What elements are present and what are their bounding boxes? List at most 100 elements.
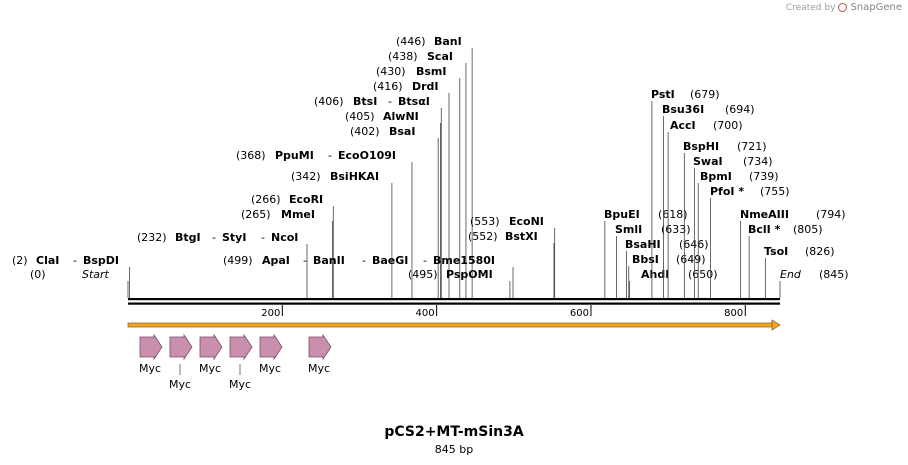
orf-bar: [127, 322, 775, 328]
enzyme-name: BtsαI: [398, 95, 430, 108]
ruler-tick-label: 400: [416, 308, 435, 319]
myc-feature-label: Myc: [169, 378, 191, 391]
site-position-label: (405): [345, 110, 375, 123]
site-separator: -: [328, 149, 332, 162]
enzyme-name: EcoNI: [509, 215, 544, 228]
enzyme-name: TsoI: [764, 245, 788, 258]
enzyme-name: BanI: [434, 35, 462, 48]
site-position-label: (430): [376, 65, 406, 78]
enzyme-name: BspDI: [83, 254, 119, 267]
site-position-label: (552): [468, 230, 498, 243]
enzyme-name: BpmI: [700, 170, 732, 183]
enzyme-name: BsaHI: [625, 238, 661, 251]
myc-feature-label: Myc: [229, 378, 251, 391]
enzyme-name: NcoI: [271, 231, 298, 244]
site-position-label: (438): [388, 50, 418, 63]
enzyme-name: BspHI: [683, 140, 719, 153]
enzyme-name: BsiHKAI: [330, 170, 379, 183]
enzyme-name: BtsI: [353, 95, 377, 108]
snapgene-product-name: SnapGene: [850, 2, 902, 13]
enzyme-name: BaeGI: [372, 254, 408, 267]
site-position-label: (734): [743, 155, 773, 168]
enzyme-name: BstXI: [505, 230, 538, 243]
enzyme-name: PpuMI: [275, 149, 314, 162]
enzyme-name: EcoO109I: [338, 149, 396, 162]
site-position-label: (232): [137, 231, 167, 244]
site-position-label: (0): [30, 268, 46, 281]
enzyme-name: AhdI: [641, 268, 669, 281]
site-position-label: (2): [12, 254, 28, 267]
site-position-label: (633): [661, 223, 691, 236]
enzyme-name: Bme1580I: [433, 254, 495, 267]
enzyme-name: DrdI: [412, 80, 439, 93]
enzyme-name: SmlI: [615, 223, 642, 236]
enzyme-name: ClaI: [36, 254, 59, 267]
site-separator: -: [362, 254, 366, 267]
site-position-label: (694): [725, 103, 755, 116]
enzyme-name: PfoI *: [710, 185, 744, 198]
site-separator: -: [423, 254, 427, 267]
site-separator: -: [212, 231, 216, 244]
myc-feature-label: Myc: [199, 362, 221, 375]
site-position-label: (406): [314, 95, 344, 108]
enzyme-name: BclI *: [748, 223, 781, 236]
myc-feature-arrow: [139, 333, 163, 361]
myc-feature-arrow: [308, 333, 332, 361]
site-position-label: (700): [713, 119, 743, 132]
site-separator: -: [73, 254, 77, 267]
site-position-label: (646): [679, 238, 709, 251]
site-position-label: (265): [241, 208, 271, 221]
myc-feature-arrow: [169, 333, 193, 361]
plasmid-length: 845 bp: [434, 443, 474, 456]
enzyme-name: BtgI: [175, 231, 201, 244]
myc-feature-arrow: [229, 333, 253, 361]
site-position-label: (794): [816, 208, 846, 221]
created-by-text: Created by: [785, 2, 836, 13]
enzyme-name: AccI: [670, 119, 696, 132]
site-position-label: (446): [396, 35, 426, 48]
enzyme-name: BsaI: [389, 125, 415, 138]
snapgene-logo-icon: [838, 3, 848, 12]
enzyme-name: SwaI: [693, 155, 723, 168]
site-position-label: (721): [737, 140, 767, 153]
enzyme-name: StyI: [222, 231, 246, 244]
enzyme-name: AlwNI: [383, 110, 419, 123]
site-position-label: (845): [819, 268, 849, 281]
enzyme-name: ScaI: [427, 50, 453, 63]
myc-feature-label: Myc: [259, 362, 281, 375]
snapgene-branding: Created by SnapGene: [786, 2, 902, 13]
site-position-label: (618): [658, 208, 688, 221]
site-position-label: (679): [690, 88, 720, 101]
site-position-label: (650): [688, 268, 718, 281]
enzyme-name: ApaI: [262, 254, 290, 267]
enzyme-name: End: [780, 268, 802, 281]
enzyme-name: BanII: [313, 254, 345, 267]
site-position-label: (826): [805, 245, 835, 258]
site-separator: -: [388, 95, 392, 108]
enzyme-name: BbsI: [632, 253, 659, 266]
site-position-label: (499): [223, 254, 253, 267]
myc-feature-arrow: [199, 333, 223, 361]
backbone-bottom-line: [128, 302, 780, 305]
ruler-tick-label: 200: [261, 308, 280, 319]
enzyme-name: EcoRI: [289, 193, 323, 206]
site-position-label: (342): [291, 170, 321, 183]
plasmid-name: pCS2+MT-mSin3A: [384, 424, 524, 440]
orf-arrowhead: [771, 319, 781, 331]
enzyme-name: PstI: [651, 88, 675, 101]
enzyme-name: BsmI: [416, 65, 447, 78]
site-position-label: (553): [470, 215, 500, 228]
enzyme-name: Bsu36I: [662, 103, 704, 116]
enzyme-name: Start: [82, 268, 110, 281]
site-position-label: (649): [676, 253, 706, 266]
myc-feature-arrow: [259, 333, 283, 361]
site-position-label: (805): [793, 223, 823, 236]
ruler-tick-label: 800: [724, 308, 743, 319]
enzyme-name: MmeI: [281, 208, 315, 221]
myc-feature-label: Myc: [139, 362, 161, 375]
backbone-top-line: [128, 298, 780, 301]
site-position-label: (266): [251, 193, 281, 206]
myc-feature-label: Myc: [308, 362, 330, 375]
site-position-label: (416): [373, 80, 403, 93]
